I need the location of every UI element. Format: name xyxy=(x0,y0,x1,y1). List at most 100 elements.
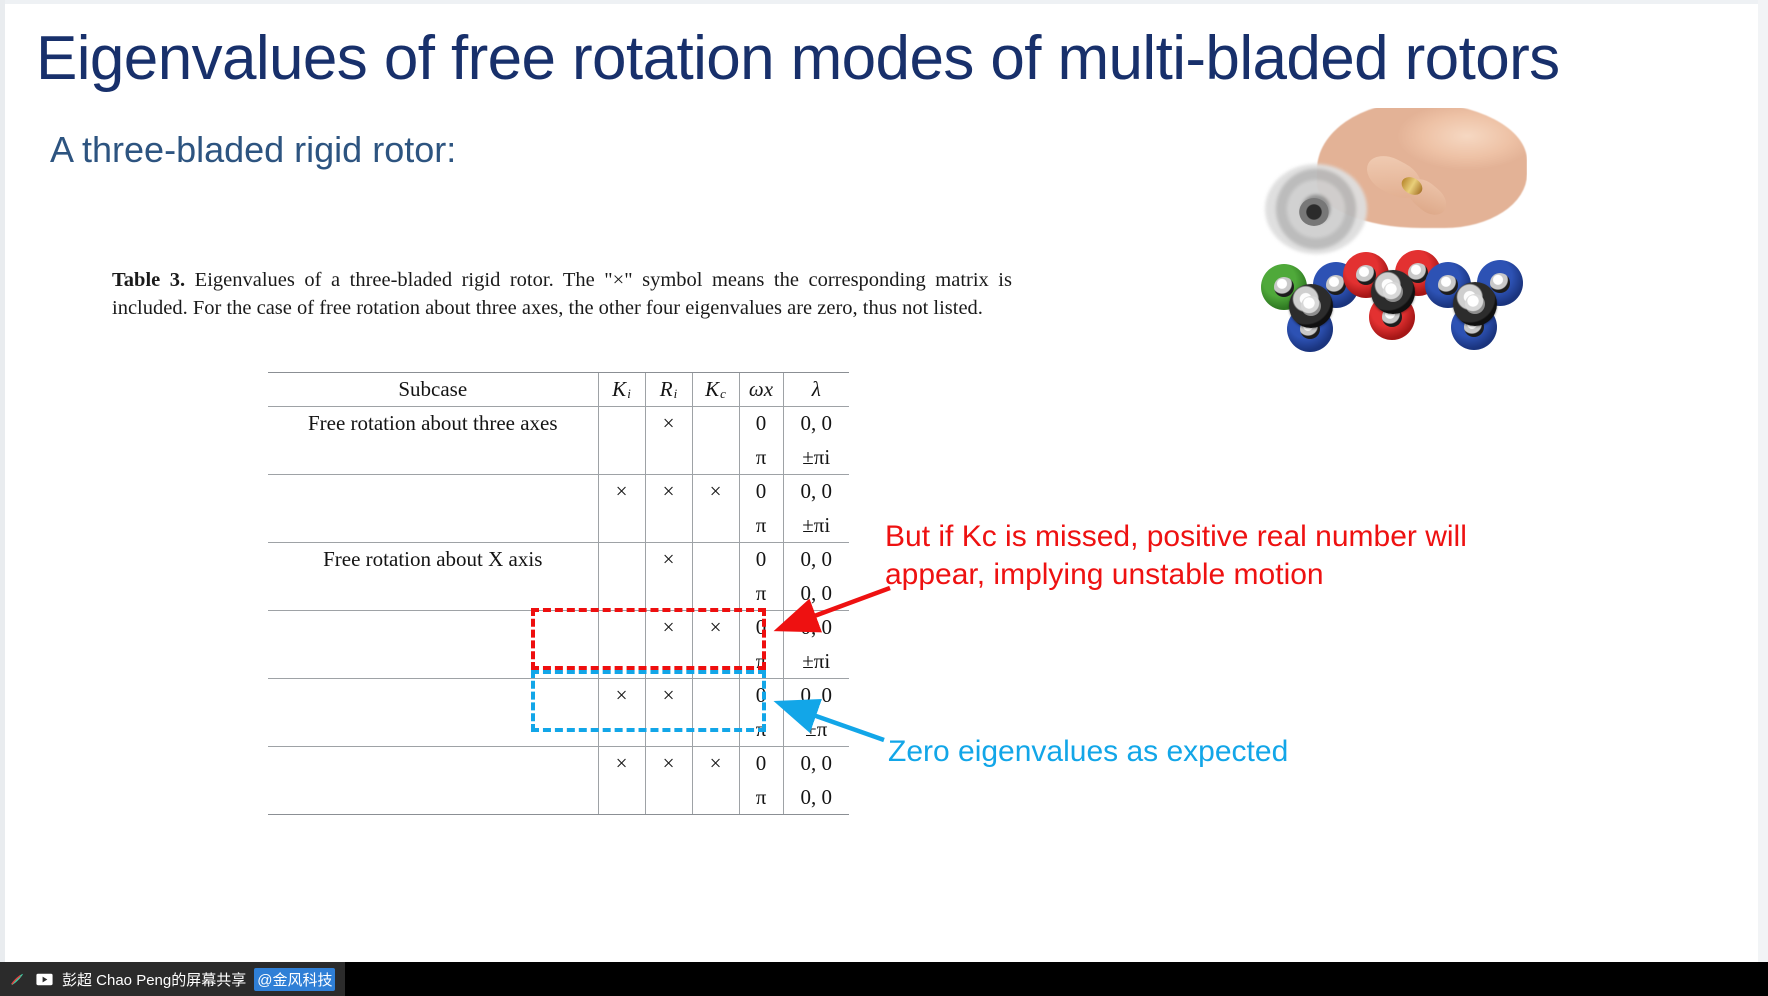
cell-ki xyxy=(597,712,645,747)
cell-subcase: Free rotation about X axis xyxy=(268,542,598,577)
cell-kc xyxy=(691,712,739,747)
cell-ki xyxy=(597,406,645,441)
cell-kc xyxy=(691,542,739,577)
cell-ri xyxy=(644,780,692,815)
table-row: π±πi xyxy=(268,644,849,679)
cell-ki: × xyxy=(597,474,645,509)
spinner-green xyxy=(1261,260,1361,352)
cell-omega-x: π xyxy=(738,576,783,611)
cell-lambda: 0, 0 xyxy=(782,610,849,645)
cell-subcase xyxy=(268,780,598,815)
cell-lambda: 0, 0 xyxy=(782,474,849,509)
cell-ri: × xyxy=(644,678,692,713)
cell-ri: × xyxy=(644,746,692,781)
cell-ri: × xyxy=(644,542,692,577)
cell-ki xyxy=(597,610,645,645)
cell-kc: × xyxy=(691,610,739,645)
eigenvalue-table-grid: Subcase Ki Ri Kc ωx λ Free rotation abou… xyxy=(268,372,849,815)
share-highlight-text: @金风科技 xyxy=(254,967,336,991)
cell-lambda: 0, 0 xyxy=(782,542,849,577)
cell-kc: × xyxy=(691,474,739,509)
cell-kc xyxy=(691,576,739,611)
screen-share-indicator[interactable]: 彭超 Chao Peng的屏幕共享 @金风科技 xyxy=(0,962,346,996)
cell-ki xyxy=(597,780,645,815)
spinner-cap xyxy=(1274,277,1294,297)
cell-lambda: 0, 0 xyxy=(782,780,849,815)
spinner-cap xyxy=(1326,275,1346,295)
cell-ri xyxy=(644,576,692,611)
cell-omega-x: 0 xyxy=(738,610,783,645)
table-head: Subcase Ki Ri Kc ωx λ xyxy=(268,372,849,407)
cell-subcase xyxy=(268,474,598,509)
cell-ki xyxy=(597,508,645,543)
screen-share-icon xyxy=(35,970,54,989)
table-caption: Table 3. Eigenvalues of a three-bladed r… xyxy=(112,266,1012,322)
col-header-ri: Ri xyxy=(644,372,692,407)
cell-ki xyxy=(597,644,645,679)
spinner-hub-dot xyxy=(1383,282,1403,302)
cell-lambda: 0, 0 xyxy=(782,576,849,611)
red-annotation-text: But if Kc is missed, positive real numbe… xyxy=(885,520,1467,591)
table-row: π±πi xyxy=(268,508,849,543)
cell-ri xyxy=(644,508,692,543)
cell-lambda: ±π xyxy=(782,712,849,747)
cell-lambda: 0, 0 xyxy=(782,406,849,441)
cell-subcase xyxy=(268,746,598,781)
table-caption-text: Eigenvalues of a three-bladed rigid roto… xyxy=(112,269,1012,320)
cell-omega-x: 0 xyxy=(738,542,783,577)
spinner-cap xyxy=(1408,263,1428,283)
slide-subtitle: A three-bladed rigid rotor: xyxy=(50,129,457,170)
slide-edge-left xyxy=(0,0,5,996)
col-header-ki-sub: i xyxy=(627,386,631,401)
col-header-ri-sub: i xyxy=(673,386,678,401)
fidget-spinner-photo xyxy=(1255,108,1527,366)
cell-omega-x: 0 xyxy=(738,746,783,781)
cell-ri: × xyxy=(644,610,692,645)
cell-kc xyxy=(691,780,739,815)
cell-ri xyxy=(644,440,692,475)
cell-subcase xyxy=(268,441,598,475)
table-caption-label: Table 3. xyxy=(112,269,186,291)
cell-ki: × xyxy=(597,746,645,781)
col-header-omega-x: ωx xyxy=(738,372,783,407)
cell-ri: × xyxy=(644,406,692,441)
cell-lambda: 0, 0 xyxy=(782,746,849,781)
cell-subcase: Free rotation about three axes xyxy=(268,406,598,441)
cell-lambda: ±πi xyxy=(782,508,849,543)
table-row: π±πi xyxy=(268,440,849,475)
cell-ri: × xyxy=(644,474,692,509)
col-header-kc-base: K xyxy=(705,377,720,401)
col-header-ri-base: R xyxy=(659,377,673,401)
cell-subcase xyxy=(268,610,598,645)
table-row: π±π xyxy=(268,712,849,747)
cell-omega-x: 0 xyxy=(738,406,783,441)
col-header-omega-base: ω xyxy=(748,377,764,401)
col-header-lambda: λ xyxy=(782,372,849,407)
slide-title: Eigenvalues of free rotation modes of mu… xyxy=(36,24,1560,93)
cell-subcase xyxy=(268,678,598,713)
cell-subcase xyxy=(268,577,598,611)
spinner-cap xyxy=(1356,265,1376,285)
cell-lambda: ±πi xyxy=(782,440,849,475)
cell-ki xyxy=(597,576,645,611)
cell-kc: × xyxy=(691,746,739,781)
spinning-spinner-hub xyxy=(1299,198,1329,226)
cell-omega-x: π xyxy=(738,508,783,543)
col-header-omega-sub: x xyxy=(763,377,774,401)
spinner-hub-dot xyxy=(1465,294,1485,314)
slide-edge-right xyxy=(1758,0,1768,996)
eigenvalue-table: Subcase Ki Ri Kc ωx λ Free rotation abou… xyxy=(268,372,849,815)
col-header-ki-base: K xyxy=(612,377,627,401)
col-header-ki: Ki xyxy=(597,372,645,407)
cell-kc xyxy=(691,406,739,441)
cell-subcase xyxy=(268,509,598,543)
